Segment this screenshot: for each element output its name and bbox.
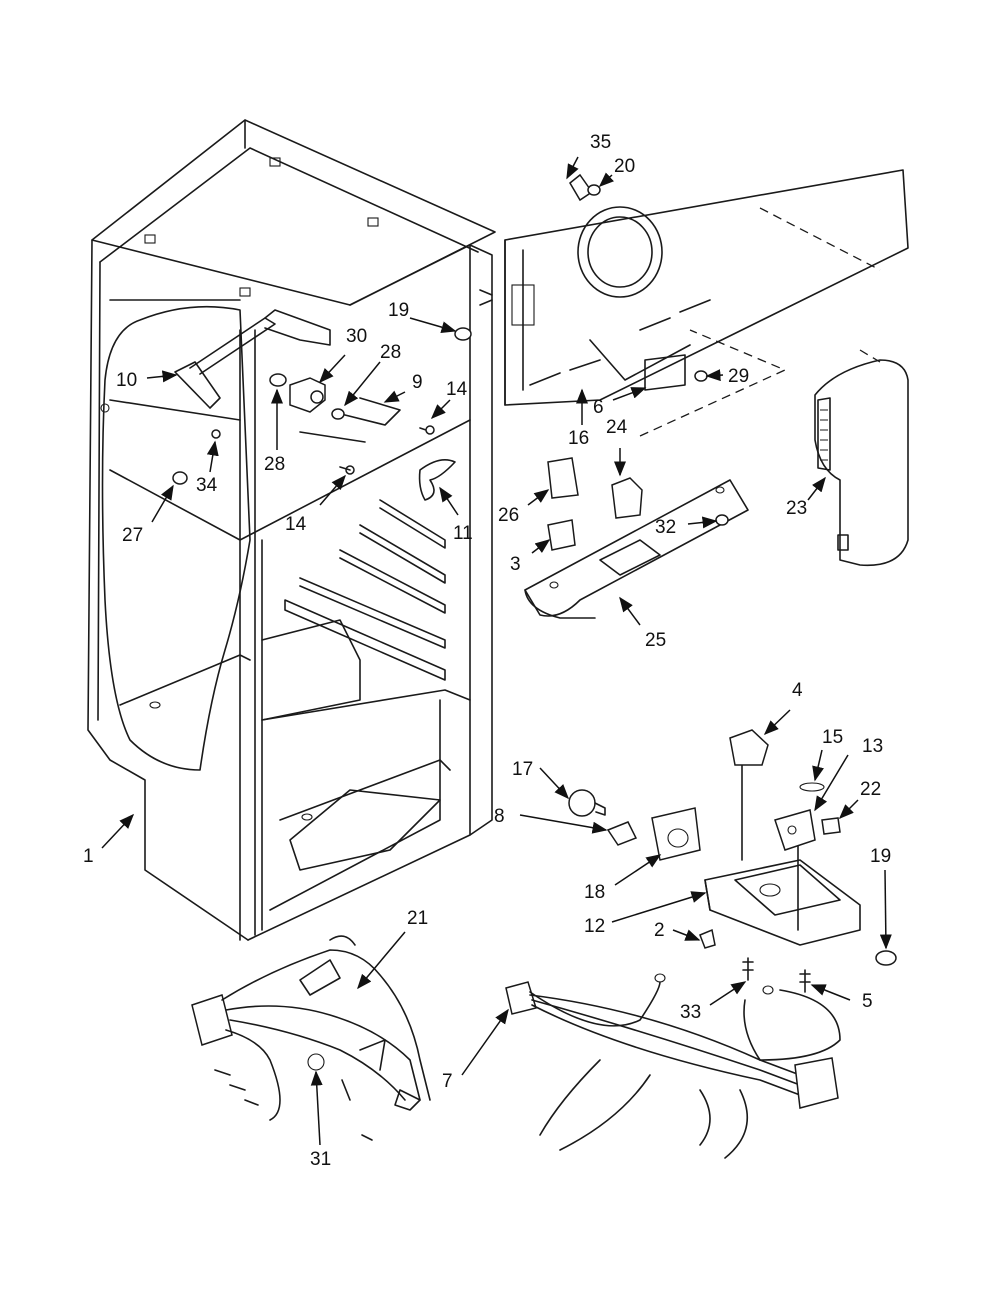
callout-1: 1 [83,846,94,867]
callout-7: 7 [442,1071,453,1092]
callout-32: 32 [655,517,676,538]
callout-14b: 14 [285,514,307,535]
callout-21: 21 [407,908,428,929]
wire-harness-21 [191,935,431,1141]
callout-5: 5 [862,991,873,1012]
callout-2: 2 [654,920,665,941]
cabinet-hardware [172,309,472,501]
callout-15: 15 [822,727,843,748]
callout-19b: 19 [870,846,891,867]
callout-8: 8 [494,806,505,827]
callout-33: 33 [680,1002,701,1023]
callout-31: 31 [310,1149,331,1170]
callout-27: 27 [122,525,143,546]
evaporator-cover-assembly [504,169,909,437]
callout-11: 11 [453,523,473,544]
callout-9: 9 [412,372,423,393]
callout-12: 12 [584,916,605,937]
callout-13: 13 [862,736,883,757]
air-duct [814,349,909,567]
wire-harness-7 [505,973,841,1159]
callout-25: 25 [645,630,666,651]
leader-arrows [101,156,892,1146]
callout-30: 30 [346,326,367,347]
callout-34: 34 [196,475,218,496]
callout-35: 35 [590,132,611,153]
refrigerator-liner [87,119,496,941]
control-housing [524,457,749,619]
callout-3: 3 [510,554,521,575]
callout-4: 4 [792,680,803,701]
callout-20: 20 [614,156,635,177]
callout-6: 6 [593,397,604,418]
callout-23: 23 [786,498,807,519]
callout-26: 26 [498,505,519,526]
callout-16: 16 [568,428,589,449]
callout-28: 28 [380,342,401,363]
callout-29: 29 [728,366,749,387]
callout-14: 14 [446,379,468,400]
callout-17: 17 [512,759,533,780]
control-light-assembly [568,729,897,993]
callout-19: 19 [388,300,409,321]
callout-10: 10 [116,370,137,391]
callout-24: 24 [606,417,628,438]
callout-22: 22 [860,779,881,800]
callout-28b: 28 [264,454,285,475]
callout-labels: 35 20 19 30 28 9 14 29 10 6 16 24 34 28 … [83,132,891,1170]
callout-18: 18 [584,882,605,903]
